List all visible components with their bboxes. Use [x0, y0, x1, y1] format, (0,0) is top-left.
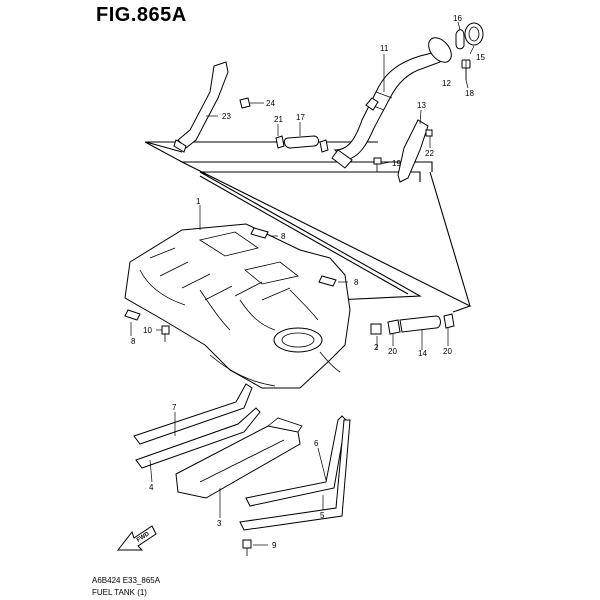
callout-3: 3: [217, 519, 222, 528]
assembly-boundary-left: [199, 171, 471, 307]
fuel-pump-ring: [273, 327, 323, 353]
cushion-pad-8b[interactable]: [318, 275, 337, 287]
callout-9: 9: [272, 541, 277, 550]
forward-arrow: FWD: [116, 525, 157, 551]
callout-11: 11: [380, 44, 389, 53]
hose-clamp-21b[interactable]: [319, 139, 329, 153]
connector-hose[interactable]: [283, 135, 319, 149]
hose-clamp-21[interactable]: [275, 135, 285, 149]
callout-4: 4: [149, 483, 154, 492]
callout-2: 2: [374, 343, 379, 352]
callout-16: 16: [453, 14, 462, 23]
callout-8c: 8: [131, 337, 136, 346]
callout-20a: 20: [388, 347, 397, 356]
tank-strap-4[interactable]: [135, 407, 261, 469]
callout-10: 10: [143, 326, 152, 335]
callout-17: 17: [296, 113, 305, 122]
clamp-24[interactable]: [239, 97, 251, 109]
cushion-pad-8a[interactable]: [250, 227, 269, 239]
clamp-20a[interactable]: [387, 319, 401, 335]
bolt-19[interactable]: [373, 157, 382, 172]
vent-hose-14[interactable]: [399, 315, 441, 333]
bolt-9[interactable]: [242, 539, 252, 556]
clamp-20b[interactable]: [443, 313, 455, 329]
fuel-cap[interactable]: [464, 22, 484, 46]
callout-8a: 8: [281, 232, 286, 241]
callout-14: 14: [418, 349, 427, 358]
callouts: 1 2 3 4 5 6 7 8 8 8 9 10 11 12 13 14 15 …: [131, 14, 485, 550]
callout-18: 18: [465, 89, 474, 98]
callout-5: 5: [320, 511, 325, 520]
figure-title: FIG.865A: [96, 4, 187, 26]
cushion-pad-8c[interactable]: [124, 309, 141, 321]
callout-7: 7: [172, 403, 177, 412]
callout-19: 19: [392, 159, 401, 168]
callout-24: 24: [266, 99, 275, 108]
bolt-10[interactable]: [161, 325, 170, 342]
figure-caption: FUEL TANK (1): [92, 588, 147, 597]
tank-strap-5[interactable]: [239, 419, 351, 531]
callout-1: 1: [196, 197, 201, 206]
callout-21: 21: [274, 115, 283, 124]
grommet-2[interactable]: [370, 323, 382, 335]
filler-ring[interactable]: [455, 29, 465, 50]
tank-strap-7[interactable]: [133, 383, 253, 445]
callout-22: 22: [425, 149, 434, 158]
breather-hose[interactable]: [173, 61, 229, 153]
callout-13: 13: [417, 101, 426, 110]
callout-12: 12: [442, 79, 451, 88]
filler-neck[interactable]: [331, 33, 456, 169]
filler-protector[interactable]: [397, 119, 429, 183]
figure-code: A6B424 E33_865A: [92, 576, 161, 585]
callout-23: 23: [222, 112, 231, 121]
callout-6: 6: [314, 439, 319, 448]
leader-lines: [130, 21, 475, 546]
tank-protector-3[interactable]: [175, 417, 303, 499]
callout-8b: 8: [354, 278, 359, 287]
fuel-tank[interactable]: [124, 223, 351, 389]
bolt-22[interactable]: [425, 129, 433, 137]
callout-15: 15: [476, 53, 485, 62]
tank-strap-6[interactable]: [245, 415, 347, 507]
callout-20b: 20: [443, 347, 452, 356]
